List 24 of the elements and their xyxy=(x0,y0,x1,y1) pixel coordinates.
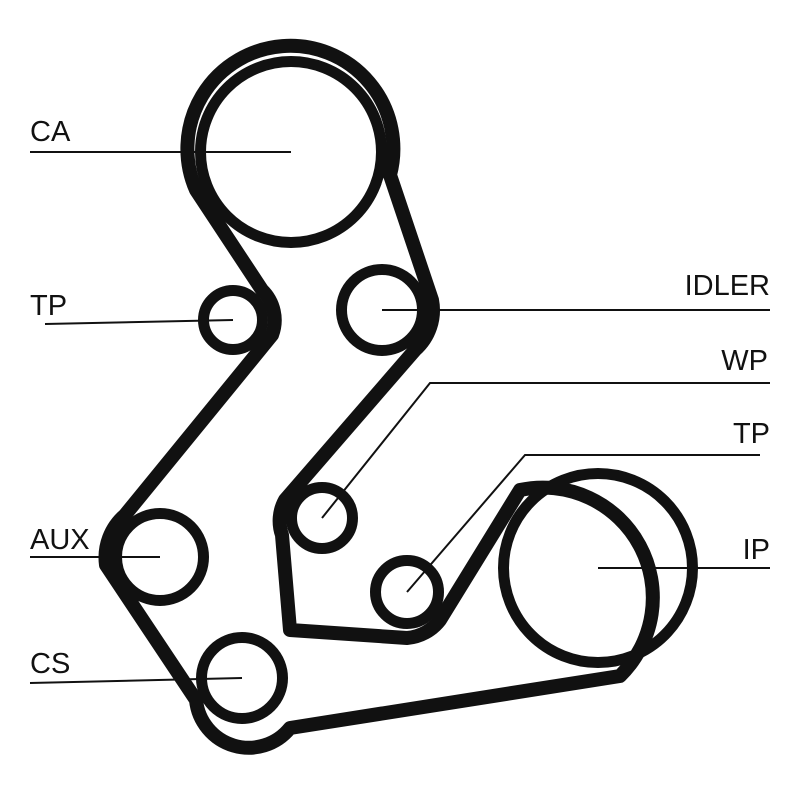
pulley xyxy=(286,482,358,554)
leader-line xyxy=(321,382,770,519)
pulley xyxy=(196,632,288,724)
pulley xyxy=(498,468,698,668)
pulley xyxy=(370,555,444,629)
part-label: CA xyxy=(30,116,70,148)
leader-line xyxy=(30,677,242,684)
part-label: AUX xyxy=(30,524,90,556)
leader-line xyxy=(382,309,770,311)
part-label: TP xyxy=(732,418,770,450)
part-label: IP xyxy=(742,534,770,566)
pulley xyxy=(336,264,428,356)
leader-line xyxy=(44,319,234,325)
part-label: TP xyxy=(30,290,68,322)
part-label: IDLER xyxy=(684,270,770,302)
part-label: CS xyxy=(30,648,70,680)
part-label: WP xyxy=(721,345,768,377)
pulley xyxy=(198,285,268,355)
pulley xyxy=(195,56,387,248)
leader-line xyxy=(30,151,291,153)
leader-line xyxy=(30,556,160,558)
pulley xyxy=(111,508,209,606)
leader-line xyxy=(406,454,760,593)
leader-line xyxy=(598,567,770,569)
